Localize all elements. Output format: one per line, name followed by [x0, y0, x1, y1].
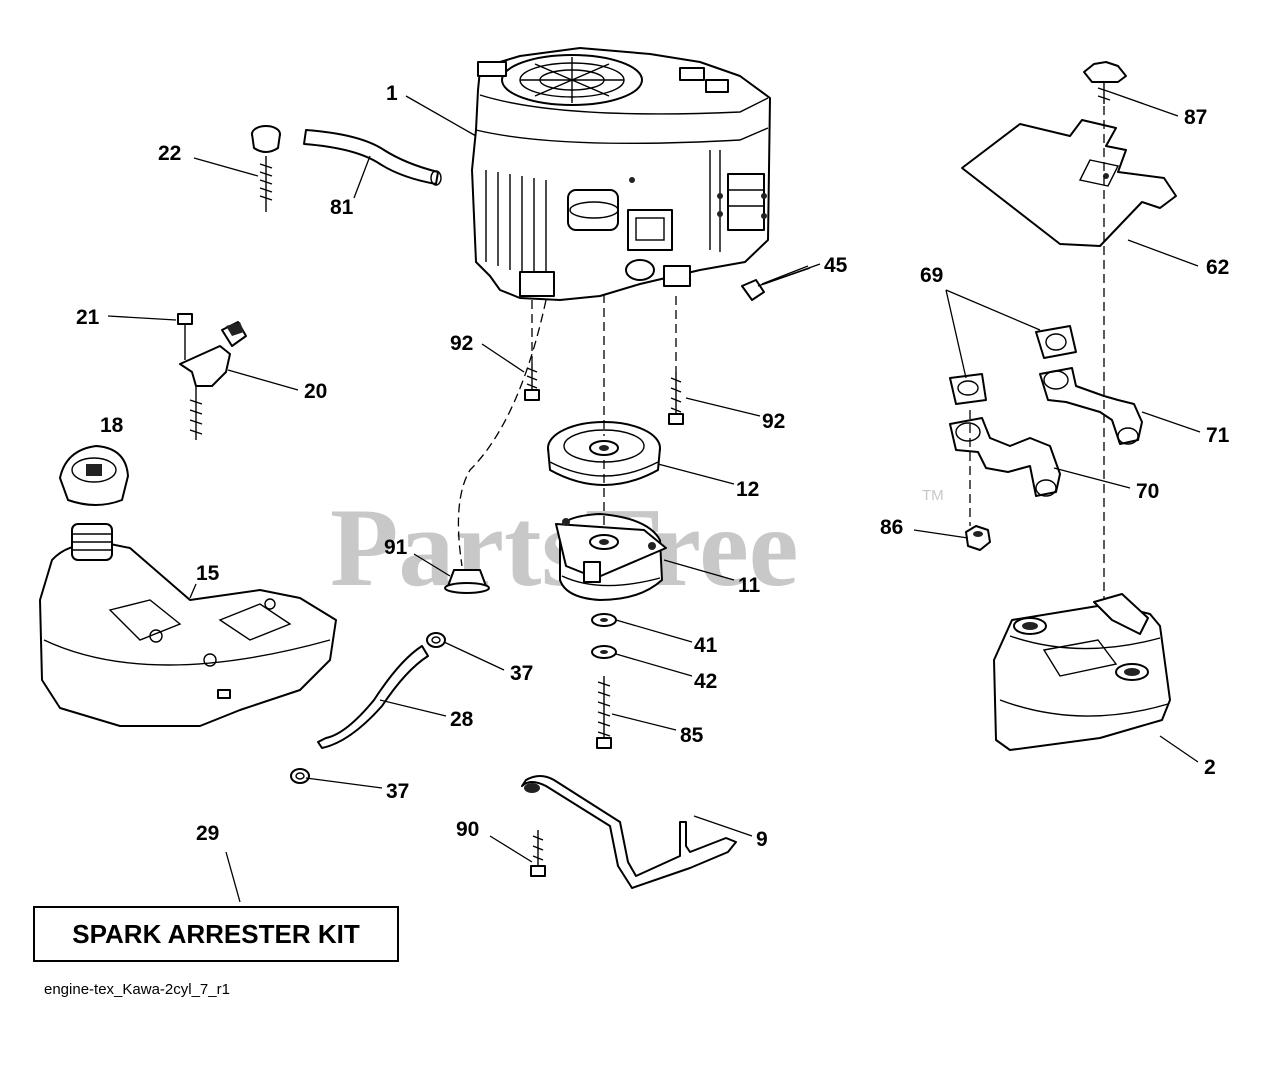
- callout-92-right: 92: [762, 410, 785, 433]
- callout-41: 41: [694, 634, 718, 657]
- callout-1: 1: [386, 82, 398, 105]
- pto-clutch-part-11[interactable]: [555, 513, 667, 601]
- callout-71: 71: [1206, 424, 1230, 447]
- bolt-part-85[interactable]: [596, 676, 612, 749]
- callout-62: 62: [1206, 256, 1229, 279]
- clamp-part-37-upper[interactable]: [426, 632, 446, 648]
- callout-2: 2: [1204, 756, 1216, 779]
- fuel-cap-part-18[interactable]: [59, 445, 129, 506]
- callout-15: 15: [196, 562, 220, 585]
- washer-part-41[interactable]: [591, 613, 617, 627]
- callout-92-left: 92: [450, 332, 473, 355]
- gasket-part-69-lower[interactable]: [949, 373, 987, 405]
- leader-lines: [107, 91, 1201, 903]
- fuel-tank-part-15[interactable]: [39, 523, 337, 727]
- bolt-part-92-left[interactable]: [524, 364, 540, 401]
- callout-numbers: 1 22 81 45 21 20 92 92 18 15 91 12 11 41…: [76, 82, 1230, 851]
- callout-9: 9: [756, 828, 768, 851]
- fuel-line-part-28[interactable]: [317, 645, 429, 749]
- clamp-part-37-lower[interactable]: [290, 768, 310, 784]
- callout-18: 18: [100, 414, 124, 437]
- engine-part-1[interactable]: [471, 47, 771, 301]
- exhaust-pipe-part-70[interactable]: [949, 417, 1061, 497]
- knob-screw-part-22[interactable]: [251, 125, 281, 212]
- trademark-mark: TM: [922, 487, 944, 504]
- callout-20: 20: [304, 380, 327, 403]
- callout-91: 91: [384, 536, 408, 559]
- rod-part-9[interactable]: [521, 775, 737, 889]
- muffler-part-2[interactable]: [993, 593, 1171, 751]
- callout-21: 21: [76, 306, 100, 329]
- choke-bracket-part-20[interactable]: [179, 321, 247, 440]
- spark-arrester-kit-label[interactable]: SPARK ARRESTER KIT: [33, 906, 399, 962]
- callout-37-upper: 37: [510, 662, 533, 685]
- lock-washer-part-42[interactable]: [591, 645, 617, 659]
- heat-shield-part-62[interactable]: [961, 119, 1177, 247]
- callout-69: 69: [920, 264, 943, 287]
- callout-37-lower: 37: [386, 780, 409, 803]
- screw-part-21[interactable]: [177, 313, 193, 360]
- bolt-part-92-right[interactable]: [668, 372, 684, 425]
- bolt-part-90[interactable]: [530, 830, 546, 877]
- assembly-lines: [457, 106, 1105, 600]
- callout-90: 90: [456, 818, 479, 841]
- bushing-part-91[interactable]: [444, 569, 490, 594]
- gasket-part-69-upper[interactable]: [1035, 325, 1077, 359]
- nut-part-86[interactable]: [965, 525, 991, 551]
- callout-29: 29: [196, 822, 219, 845]
- diagram-file-code: engine-tex_Kawa-2cyl_7_r1: [44, 981, 230, 998]
- callout-11: 11: [738, 574, 761, 597]
- callout-12: 12: [736, 478, 759, 501]
- callout-85: 85: [680, 724, 704, 747]
- callout-45: 45: [824, 254, 848, 277]
- callout-81: 81: [330, 196, 354, 219]
- exhaust-pipe-part-71[interactable]: [1039, 367, 1143, 445]
- callout-22: 22: [158, 142, 181, 165]
- hose-part-81[interactable]: [303, 129, 442, 186]
- callout-70: 70: [1136, 480, 1159, 503]
- callout-86: 86: [880, 516, 903, 539]
- callout-87: 87: [1184, 106, 1207, 129]
- callout-42: 42: [694, 670, 717, 693]
- callout-28: 28: [450, 708, 474, 731]
- knob-part-87[interactable]: [1083, 61, 1127, 104]
